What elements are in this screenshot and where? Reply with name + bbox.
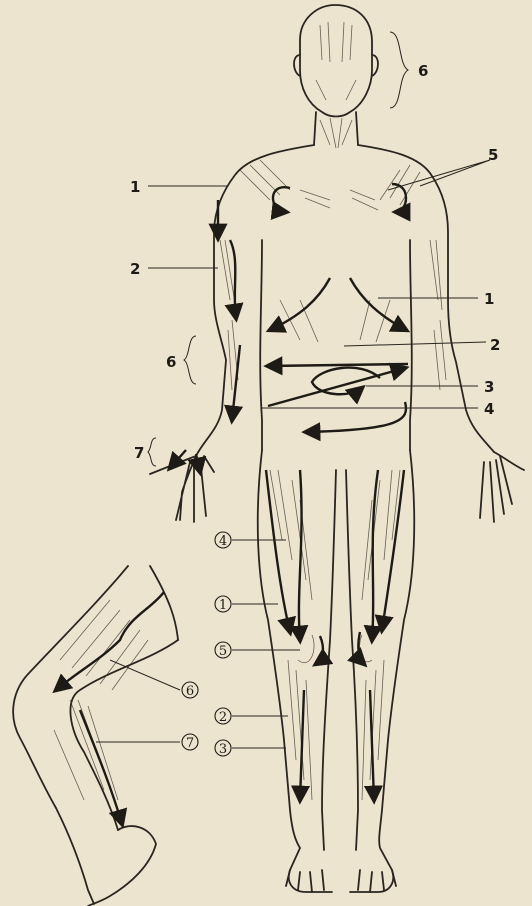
svg-text:7: 7 bbox=[186, 736, 194, 751]
forearm-bracket bbox=[184, 336, 196, 384]
svg-text:1: 1 bbox=[219, 598, 227, 613]
label-arm-1: 1 bbox=[130, 178, 140, 196]
label-trunk-3: 3 bbox=[484, 378, 494, 396]
svg-text:2: 2 bbox=[219, 710, 227, 725]
label-head-6: 6 bbox=[418, 62, 428, 80]
circled-label-3: 3 bbox=[215, 740, 231, 757]
circled-label-6: 6 bbox=[182, 682, 198, 699]
figure-outline bbox=[150, 5, 524, 892]
label-forearm-6: 6 bbox=[166, 353, 176, 371]
label-trunk-1: 1 bbox=[484, 290, 494, 308]
label-shoulders-5: 5 bbox=[488, 146, 498, 164]
label-wrist-7: 7 bbox=[134, 444, 144, 462]
svg-text:4: 4 bbox=[219, 534, 227, 549]
svg-text:3: 3 bbox=[219, 742, 227, 757]
circled-label-1: 1 bbox=[215, 596, 231, 613]
circled-label-7: 7 bbox=[182, 734, 198, 751]
svg-text:5: 5 bbox=[219, 644, 227, 659]
head-bracket bbox=[390, 32, 408, 108]
circled-label-5: 5 bbox=[215, 642, 231, 659]
stroke-arrows bbox=[56, 184, 408, 824]
circled-label-4: 4 bbox=[215, 532, 231, 549]
label-trunk-2: 2 bbox=[490, 336, 500, 354]
wrist-bracket bbox=[148, 438, 156, 466]
label-trunk-4: 4 bbox=[484, 400, 494, 418]
bent-leg-outline bbox=[13, 566, 178, 906]
circled-label-2: 2 bbox=[215, 708, 231, 725]
muscle-shading bbox=[220, 22, 446, 800]
label-arm-2: 2 bbox=[130, 260, 140, 278]
svg-text:6: 6 bbox=[186, 684, 194, 699]
